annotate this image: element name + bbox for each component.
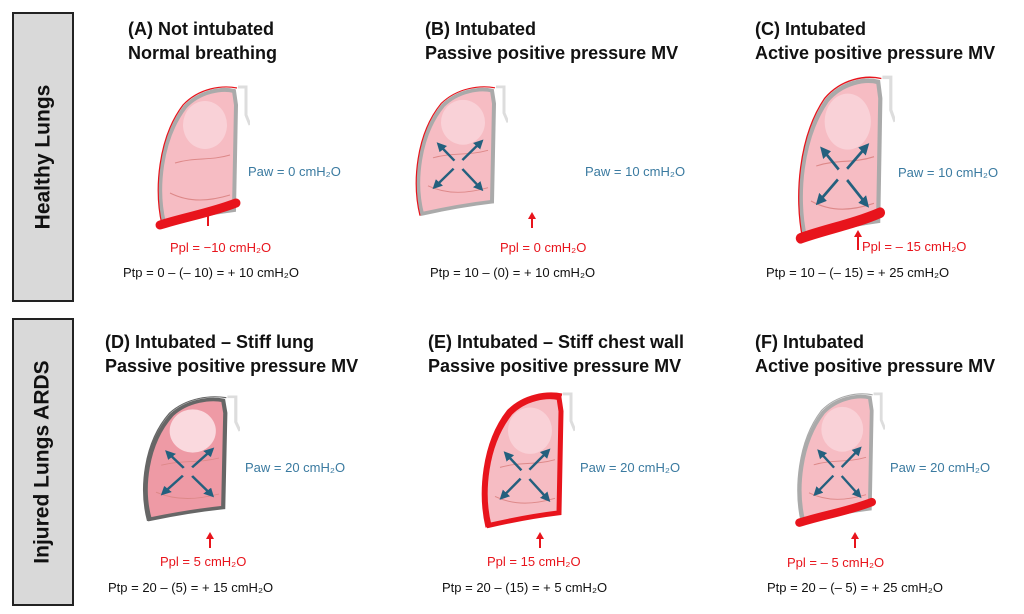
airway-pressure-label: Paw = 20 cmH₂O — [580, 460, 681, 475]
airway-pressure-label: Paw = 0 cmH₂O — [248, 164, 341, 179]
lung-illustration — [143, 395, 240, 522]
expansion-arrow-icon — [528, 478, 551, 502]
title-line-1: (B) Intubated — [425, 19, 536, 39]
trachea-icon — [563, 392, 575, 432]
pleural-pressure-label: Ppl = −10 cmH₂O — [170, 240, 272, 255]
expansion-arrow-icon — [165, 450, 185, 469]
expansion-arrow-icon — [815, 178, 839, 206]
expansion-arrow-icon — [503, 451, 523, 472]
title-line-2: Passive positive pressure MV — [425, 43, 679, 63]
trachea-icon — [227, 395, 240, 432]
diaphragm-pleura — [795, 207, 886, 244]
title-line-1: (D) Intubated – Stiff lung — [105, 332, 314, 352]
expansion-arrow-icon — [191, 447, 215, 469]
transpulmonary-pressure-label: Ptp = 20 – (– 5) = + 25 cmH₂O — [767, 580, 943, 595]
lung-illustration — [155, 85, 250, 230]
pleural-pressure-label: Ppl = 5 cmH₂O — [160, 554, 247, 569]
title-line-2: Active positive pressure MV — [755, 43, 996, 63]
title-line-1: (C) Intubated — [755, 19, 866, 39]
pleural-pressure-arrow-icon — [851, 532, 859, 548]
trachea-icon — [873, 392, 885, 430]
transpulmonary-pressure-label: Ptp = 0 – (– 10) = + 10 cmH₂O — [123, 265, 299, 280]
expansion-arrow-icon — [499, 477, 522, 500]
pleural-pressure-label: Ppl = – 5 cmH₂O — [787, 555, 885, 570]
pleural-pressure-arrow-icon — [528, 212, 536, 228]
title-line-2: Passive positive pressure MV — [428, 356, 682, 376]
expansion-arrow-icon — [817, 449, 835, 469]
lung-illustration — [481, 392, 575, 529]
row-label-injured: Injured Lungs ARDS — [12, 318, 74, 606]
title-line-2: Normal breathing — [128, 43, 278, 63]
expansion-arrow-icon — [846, 143, 870, 170]
pleural-pressure-label: Ppl = 0 cmH₂O — [500, 240, 587, 255]
airway-pressure-label: Paw = 10 cmH₂O — [585, 164, 686, 179]
pleural-pressure-arrow-icon — [854, 230, 862, 250]
expansion-arrow-icon — [436, 142, 456, 162]
transpulmonary-pressure-label: Ptp = 10 – (0) = + 10 cmH₂O — [430, 265, 596, 280]
lung-illustration — [795, 75, 895, 244]
pleural-pressure-arrow-icon — [536, 532, 544, 548]
trachea-icon — [882, 75, 895, 123]
expansion-arrow-icon — [160, 474, 184, 496]
airway-pressure-label: Paw = 20 cmH₂O — [890, 460, 991, 475]
expansion-arrow-icon — [840, 446, 862, 468]
transpulmonary-pressure-label: Ptp = 10 – (– 15) = + 25 cmH₂O — [766, 265, 950, 280]
title-line-2: Active positive pressure MV — [755, 356, 996, 376]
title-line-1: (F) Intubated — [755, 332, 864, 352]
title-line-1: (A) Not intubated — [128, 19, 274, 39]
expansion-arrow-icon — [528, 448, 551, 471]
title-line-2: Passive positive pressure MV — [105, 356, 359, 376]
diaphragm-pleura — [795, 497, 876, 527]
pleural-pressure-arrow-icon — [206, 532, 214, 548]
transpulmonary-pressure-label: Ptp = 20 – (15) = + 5 cmH₂O — [442, 580, 608, 595]
airway-pressure-label: Paw = 10 cmH₂O — [898, 165, 999, 180]
expansion-arrow-icon — [432, 167, 455, 190]
pleural-pressure-label: Ppl = 15 cmH₂O — [487, 554, 581, 569]
pleural-pressure-arrow-icon — [204, 208, 212, 226]
expansion-arrow-icon — [846, 179, 870, 208]
pleural-pressure-label: Ppl = – 15 cmH₂O — [862, 239, 967, 254]
expansion-arrow-icon — [461, 168, 484, 192]
transpulmonary-pressure-label: Ptp = 20 – (5) = + 15 cmH₂O — [108, 580, 274, 595]
expansion-arrow-icon — [191, 475, 215, 498]
lung-illustration — [415, 85, 508, 217]
trachea-icon — [238, 85, 250, 126]
trachea-icon — [496, 85, 508, 123]
title-line-1: (E) Intubated – Stiff chest wall — [428, 332, 685, 352]
row-label-text: Healthy Lungs — [31, 84, 54, 230]
expansion-arrow-icon — [461, 139, 484, 161]
expansion-arrow-icon — [820, 146, 840, 171]
lung-illustration — [795, 392, 885, 527]
row-label-healthy: Healthy Lungs — [12, 12, 74, 302]
diaphragm-pleura — [155, 198, 241, 230]
expansion-arrow-icon — [840, 475, 862, 499]
airway-pressure-label: Paw = 20 cmH₂O — [245, 460, 346, 475]
row-label-text: Injured Lungs ARDS — [31, 360, 55, 564]
expansion-arrow-icon — [813, 474, 835, 497]
